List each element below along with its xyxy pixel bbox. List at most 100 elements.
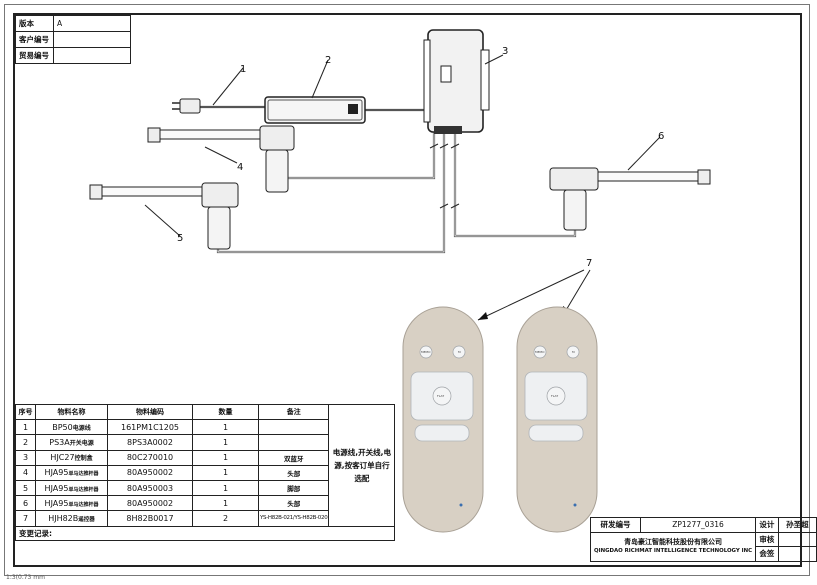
table-row: 6 HJA95单马达推杆器 80A950002 1 头部 (15, 495, 395, 512)
bom-header-code: 物料编码 (107, 403, 193, 421)
bom-name-code: BP50 (52, 422, 73, 432)
remote-left-flat-label: FLAT (437, 394, 444, 398)
callout-3: 3 (502, 46, 508, 57)
remote-left-bottom-keys (414, 424, 470, 442)
remote-left-led (459, 503, 463, 507)
remote-right-bottom-keys (528, 424, 584, 442)
bom-qty: 1 (192, 434, 259, 451)
table-row: 5 HJA95单马达推杆器 80A950003 1 脚部 (15, 479, 395, 497)
bom-name-text: 单马达推杆器 (68, 471, 99, 478)
leader-2 (311, 59, 329, 99)
callout-4: 4 (237, 162, 243, 173)
actuator-5-gearbox (201, 182, 239, 208)
control-box-connectors (434, 126, 462, 134)
bom-header-row: 序号 物料名称 物料编码 数量 备注 电源线,开关线,电源,按客订单自行选配 (15, 403, 396, 527)
trade-code-row: 贸易编号 (15, 47, 131, 64)
bom-qty: 2 (192, 510, 259, 527)
cable-to-actuator-4 (278, 132, 436, 192)
bom-name-text: 开关电源 (69, 439, 94, 447)
callout-2: 2 (325, 55, 331, 66)
scale-footnote: 1:3(0.73 mm (6, 574, 45, 581)
bom-name-text: 单马达推杆器 (68, 486, 99, 493)
outer-frame (4, 4, 810, 576)
remote-left-m-button (452, 345, 466, 359)
bom-qty: 1 (192, 419, 259, 436)
title-block-row-2: 青岛豪江智能科技股份有限公司 QINGDAO RICHMAT INTELLIGE… (589, 531, 817, 562)
company-name-en: QINGDAO RICHMAT INTELLIGENCE TECHNOLOGY … (594, 547, 753, 554)
company-name-cell: 青岛豪江智能科技股份有限公司 QINGDAO RICHMAT INTELLIGE… (589, 531, 757, 562)
bom-header-no: 序号 (15, 403, 36, 421)
change-record-label: 变更记录: (14, 525, 396, 541)
bom-no: 5 (15, 479, 36, 497)
bom-code: 80C270010 (107, 449, 193, 466)
actuator-4-gearbox (259, 125, 295, 151)
actuator-4-end (147, 127, 161, 143)
callout-6: 6 (658, 131, 664, 142)
remote-right-memo-button (533, 345, 547, 359)
designer-name: 孙圣超 (777, 517, 817, 533)
bom-name-text: 遥控器 (78, 516, 95, 523)
bom-no: 3 (15, 449, 36, 466)
remote-left-flat-button (432, 386, 452, 406)
power-plug (172, 98, 201, 114)
bom-code: 80A950003 (107, 479, 193, 497)
callout-5: 5 (177, 233, 183, 244)
bom-header-name: 物料名称 (35, 403, 108, 421)
bom-name: HJH82B遥控器 (35, 510, 108, 527)
trade-code-value (53, 47, 131, 64)
title-block-row-3: 会签 (591, 546, 817, 562)
company-name-cn: 青岛豪江智能科技股份有限公司 (624, 537, 723, 546)
actuator-5-rod (101, 186, 203, 197)
psu-panel (267, 99, 363, 121)
review-value (777, 531, 817, 547)
leader-4 (204, 146, 238, 164)
remote-right-memo-label: MEMO (535, 350, 545, 354)
bom-name: HJA95单马达推杆器 (35, 464, 108, 481)
bom-code: 80A950002 (107, 464, 193, 481)
revision-info-table: 版本 A 客户编号 贸易编号 (15, 15, 131, 64)
remote-left-memo-button (419, 345, 433, 359)
actuator-6-rod (597, 171, 699, 182)
bom-note (257, 434, 330, 451)
control-box-body (427, 29, 484, 133)
bom-no: 2 (15, 434, 36, 451)
remote-right-m-button (566, 345, 580, 359)
countersign-value (777, 546, 817, 562)
bom-note: 头部 (257, 495, 330, 512)
leader-5 (144, 204, 181, 237)
bom-note: 双蓝牙 (257, 449, 330, 466)
leader-7a-arrow (478, 312, 488, 320)
remote-control-left: MEMO M FLAT (402, 306, 484, 533)
switching-power-supply (264, 96, 366, 124)
bom-name-code: PS3A (49, 437, 70, 447)
actuator-5-end (89, 184, 103, 200)
table-row: 3 HJC27控制盒 80C270010 1 双蓝牙 (15, 449, 395, 466)
remote-left-memo-label: MEMO (421, 350, 431, 354)
remote-control-right: MEMO M FLAT (516, 306, 598, 533)
bom-name: HJA95单马达推杆器 (35, 495, 108, 512)
control-box-port (440, 65, 452, 83)
bom-qty: 1 (192, 495, 259, 512)
actuator-6-end (697, 169, 711, 185)
leader-7a (477, 269, 585, 321)
title-block-row-1: 研发编号 ZP1277_0316 设计 孙圣超 (590, 517, 817, 533)
bom-note: 头部 (257, 464, 330, 481)
bill-of-materials-table: 序号 物料名称 物料编码 数量 备注 电源线,开关线,电源,按客订单自行选配 1… (14, 403, 396, 541)
dev-number-label: 研发编号 (590, 517, 641, 533)
review-label: 审核 (755, 531, 779, 547)
control-box (423, 29, 490, 134)
control-box-rail-left (423, 39, 431, 123)
leader-3 (484, 54, 504, 65)
bom-no: 7 (15, 510, 36, 527)
remote-right-flat-label: FLAT (551, 394, 558, 398)
table-row: 7 HJH82B遥控器 8H82B0017 2 YS-H82B-021/YS-H… (15, 510, 395, 527)
remote-left-m-label: M (458, 350, 461, 354)
callout-1: 1 (240, 64, 246, 75)
bom-qty: 1 (192, 479, 259, 497)
bom-name: PS3A开关电源 (35, 434, 108, 451)
actuator-4-rod (159, 129, 261, 140)
remote-right-led (573, 503, 577, 507)
bom-header-note: 备注 (257, 403, 330, 421)
